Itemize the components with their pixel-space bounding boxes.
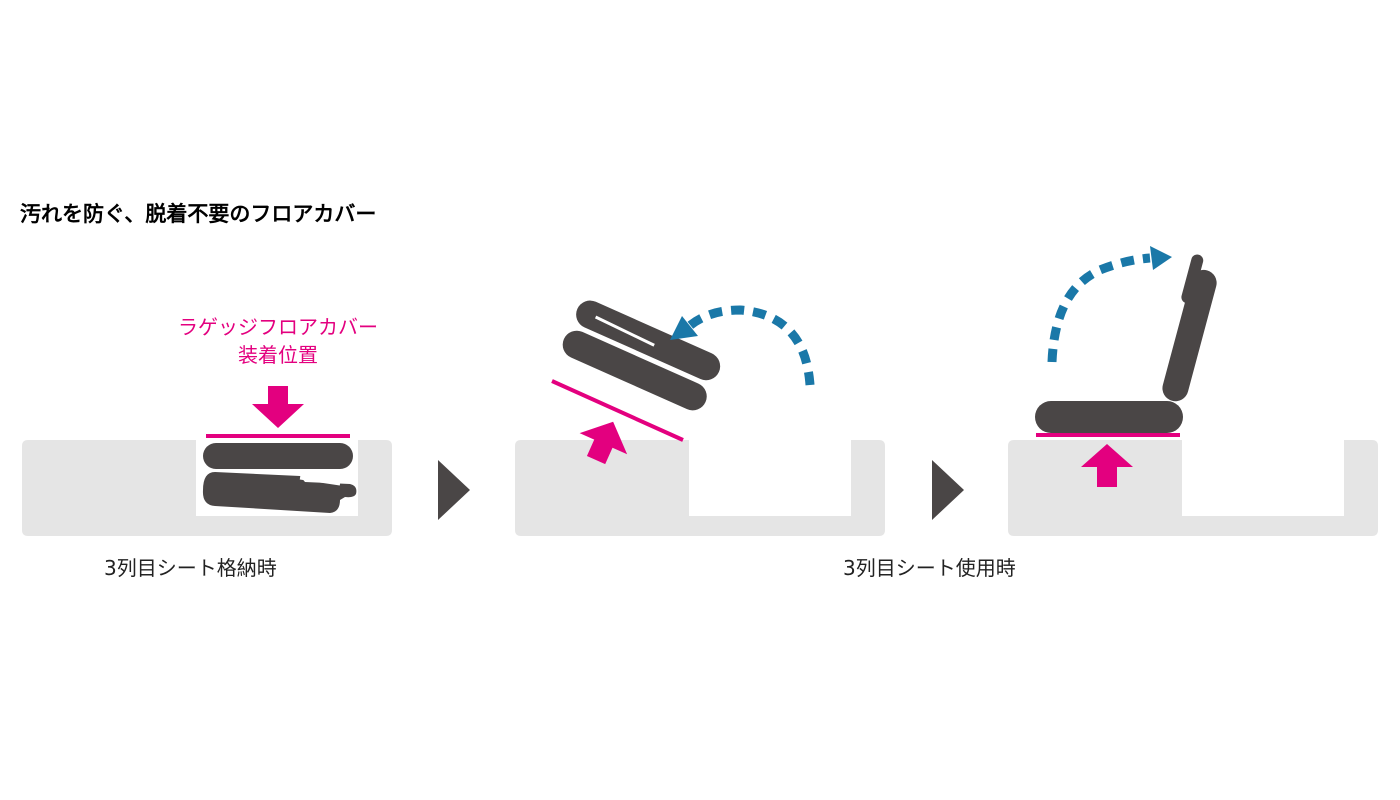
label-in-use: 3列目シート使用時	[843, 556, 1016, 580]
headrest	[1181, 254, 1204, 304]
seat-back	[1162, 269, 1217, 402]
seat-cushion	[1035, 401, 1183, 433]
diagram-title: 汚れを防ぐ、脱着不要のフロアカバー	[20, 202, 376, 226]
seat-back-tilted	[576, 300, 721, 381]
motion-arc	[1047, 253, 1151, 363]
callout-line2: 装着位置	[238, 343, 318, 367]
seat-cushion-folded	[203, 443, 353, 469]
callout-line1: ラゲッジフロアカバー	[178, 315, 378, 339]
up-arrow-icon	[1081, 444, 1133, 487]
panel-transition	[515, 300, 885, 536]
panel-stored: ラゲッジフロアカバー 装着位置 3列目シート格納時	[22, 315, 392, 580]
motion-arrowhead-icon	[670, 316, 698, 340]
floor-cover-line	[1036, 433, 1180, 437]
luggage-floor	[1008, 440, 1378, 536]
seat-cushion-tilted	[562, 330, 707, 411]
floor-cover-line	[551, 379, 684, 442]
motion-arc	[681, 305, 815, 386]
motion-arrowhead-icon	[1150, 246, 1172, 270]
luggage-floor	[22, 440, 392, 536]
seat-back-folded	[202, 472, 357, 513]
down-arrow-icon	[252, 386, 304, 428]
luggage-floor	[515, 440, 885, 536]
floor-cover-line	[206, 434, 350, 438]
up-arrow-icon	[579, 421, 628, 465]
label-stored: 3列目シート格納時	[104, 556, 277, 580]
step-arrow-icon	[932, 460, 964, 520]
panel-in-use	[1008, 246, 1378, 536]
step-arrow-icon	[438, 460, 470, 520]
